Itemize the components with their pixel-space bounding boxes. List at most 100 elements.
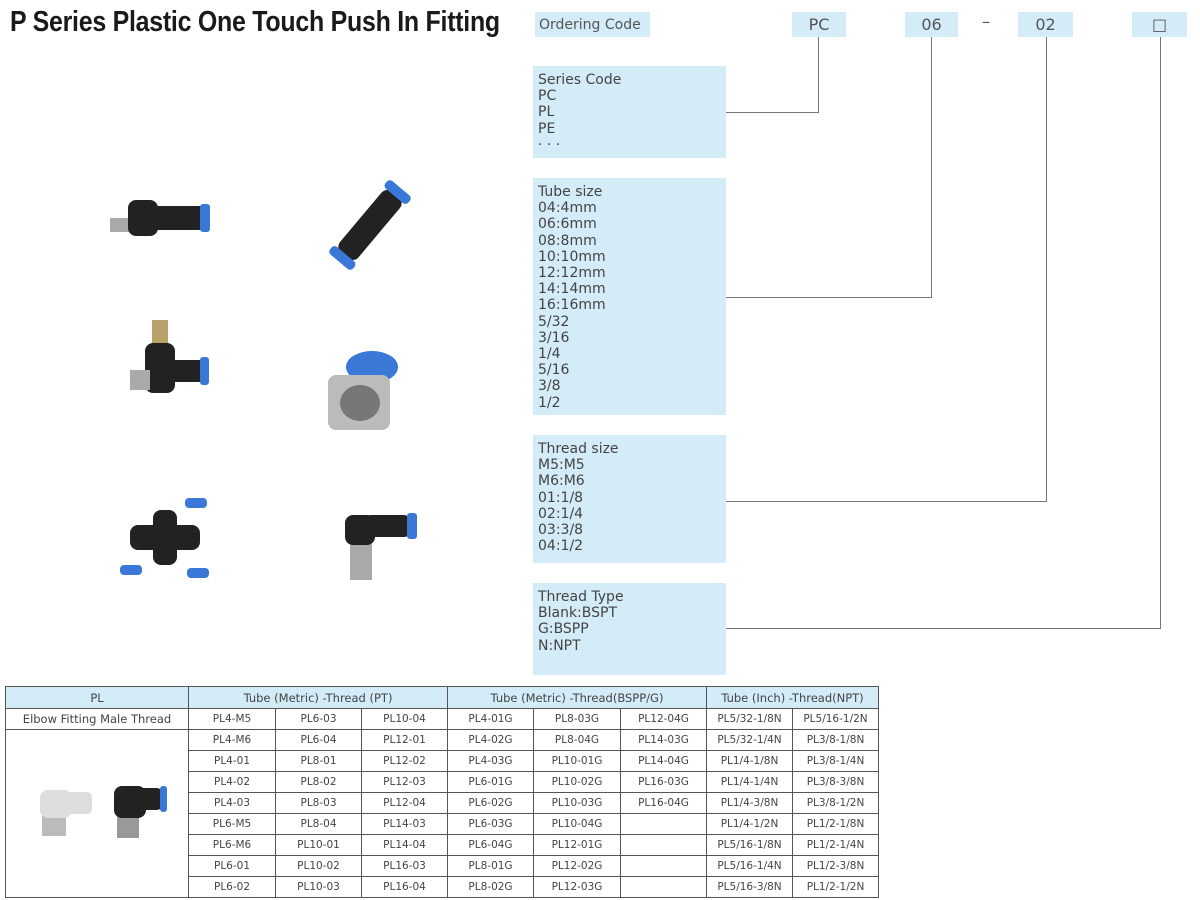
table-cell: [620, 876, 707, 898]
table-cell: PL14-04: [361, 834, 448, 856]
table-cell: PL1/4-1/4N: [706, 771, 793, 793]
union-straight-fitting-image: [329, 180, 411, 270]
table-cell: PL1/2-1/8N: [792, 813, 879, 835]
info-option: PL: [538, 104, 555, 121]
table-cell: PL10-01: [275, 834, 362, 856]
table-cell: PL12-01G: [533, 834, 621, 856]
table-cell: PL5/16-1/8N: [706, 834, 793, 856]
info-option: 10:10mm: [538, 248, 606, 265]
info-heading: Thread size: [538, 441, 619, 457]
table-cell: PL16-03: [361, 855, 448, 877]
table-cell: PL8-04: [275, 813, 362, 835]
info-option: 5/16: [538, 362, 570, 379]
info-option: M5:M5: [538, 457, 585, 474]
info-option: 04:1/2: [538, 538, 584, 555]
header-metric-bspp: Tube (Metric) -Thread(BSPP/G): [447, 686, 707, 709]
table-cell: PL4-01G: [447, 708, 534, 730]
tube-size-box: 06: [905, 12, 958, 37]
info-option: 01:1/8: [538, 489, 584, 506]
info-option: 3/16: [538, 329, 570, 346]
connector-line: [726, 297, 932, 298]
table-cell: PL16-04G: [620, 792, 707, 814]
table-cell: PL10-02: [275, 855, 362, 877]
table-cell: PL12-02: [361, 750, 448, 772]
table-cell: PL8-04G: [533, 729, 621, 751]
header-inch-npt: Tube (Inch) -Thread(NPT): [706, 686, 879, 709]
table-cell: PL12-01: [361, 729, 448, 751]
info-option: PC: [538, 88, 557, 105]
description-cell: Elbow Fitting Male Thread: [5, 708, 189, 730]
table-cell: PL6-02G: [447, 792, 534, 814]
table-cell: PL12-04G: [620, 708, 707, 730]
table-cell: PL10-03G: [533, 792, 621, 814]
table-cell: PL1/2-3/8N: [792, 855, 879, 877]
thread-size-box: 02: [1018, 12, 1073, 37]
elbow-fitting-photo: [40, 786, 167, 838]
info-option: 02:1/4: [538, 505, 584, 522]
table-cell: PL16-03G: [620, 771, 707, 793]
table-cell: PL1/4-1/2N: [706, 813, 793, 835]
table-cell: PL3/8-1/4N: [792, 750, 879, 772]
table-cell: PL6-03G: [447, 813, 534, 835]
table-cell: PL1/2-1/4N: [792, 834, 879, 856]
table-cell: PL10-03: [275, 876, 362, 898]
tee-fitting-image: [120, 498, 209, 578]
table-cell: PL10-04: [361, 708, 448, 730]
table-cell: PL6-01G: [447, 771, 534, 793]
info-option: 5/32: [538, 313, 570, 330]
table-cell: PL8-02: [275, 771, 362, 793]
table-cell: PL1/2-1/2N: [792, 876, 879, 898]
connector-line: [726, 501, 1047, 502]
table-cell: PL12-03: [361, 771, 448, 793]
info-option: 04:4mm: [538, 200, 597, 217]
connector-line: [1160, 37, 1161, 629]
table-cell: PL8-03: [275, 792, 362, 814]
table-cell: PL6-01: [188, 855, 276, 877]
table-cell: [620, 834, 707, 856]
info-option: 08:8mm: [538, 232, 597, 249]
info-option: · · ·: [538, 136, 561, 153]
table-cell: PL4-02G: [447, 729, 534, 751]
table-cell: PL4-02: [188, 771, 276, 793]
table-cell: PL4-03G: [447, 750, 534, 772]
table-cell: PL10-02G: [533, 771, 621, 793]
header-metric-pt: Tube (Metric) -Thread (PT): [188, 686, 448, 709]
extended-elbow-fitting-image: [345, 513, 417, 580]
info-option: 3/8: [538, 378, 561, 395]
table-cell: PL4-01: [188, 750, 276, 772]
product-image-cell: [5, 729, 189, 898]
table-cell: PL5/16-1/2N: [792, 708, 879, 730]
pl-spec-table: PL Tube (Metric) -Thread (PT) Tube (Metr…: [5, 686, 879, 898]
table-cell: PL6-04G: [447, 834, 534, 856]
connector-line: [818, 37, 819, 113]
info-option: M6:M6: [538, 473, 585, 490]
table-cell: PL1/4-3/8N: [706, 792, 793, 814]
connector-line: [726, 628, 1161, 629]
connector-line: [726, 112, 819, 113]
elbow-fitting-image: [110, 200, 210, 236]
table-cell: PL4-M6: [188, 729, 276, 751]
table-header: PL Tube (Metric) -Thread (PT) Tube (Metr…: [5, 686, 879, 709]
thread-type-box: □: [1132, 12, 1187, 37]
info-option: 12:12mm: [538, 265, 606, 282]
table-cell: PL4-M5: [188, 708, 276, 730]
table-cell: PL8-01G: [447, 855, 534, 877]
table-cell: PL4-03: [188, 792, 276, 814]
info-option: PE: [538, 120, 556, 137]
info-option: 1/2: [538, 394, 561, 411]
table-cell: PL10-01G: [533, 750, 621, 772]
info-heading: Series Code: [538, 72, 622, 88]
info-option: 1/4: [538, 346, 561, 363]
info-option: 14:14mm: [538, 281, 606, 298]
info-option: Blank:BSPT: [538, 605, 618, 622]
table-cell: PL8-01: [275, 750, 362, 772]
